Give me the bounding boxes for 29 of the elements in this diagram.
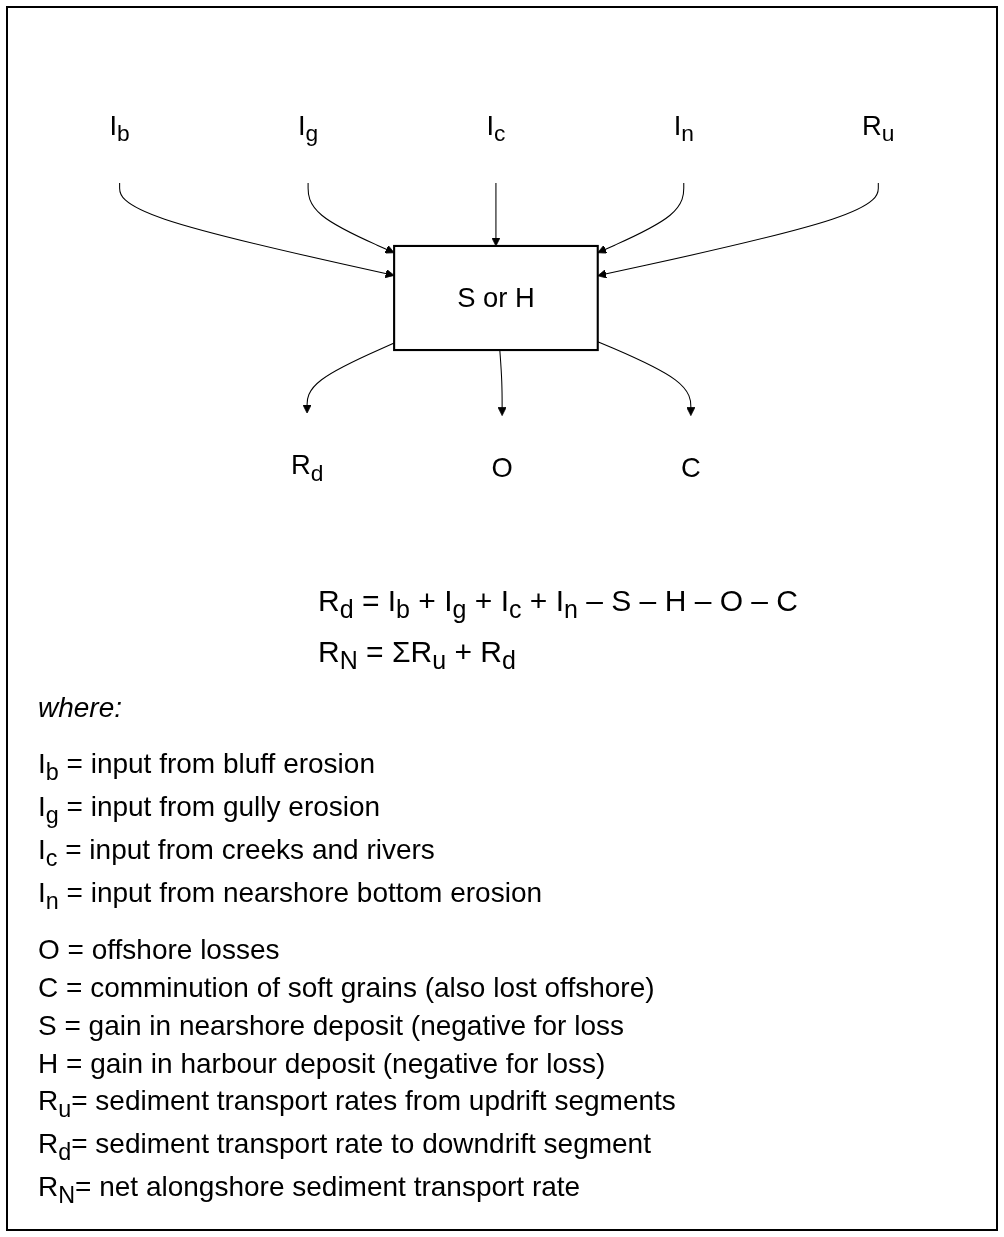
definition-text: S = gain in nearshore deposit (negative for loss xyxy=(38,1008,626,1043)
node-text: R$_{d}$ xyxy=(290,448,324,486)
arrow xyxy=(597,182,685,254)
node-text: R$_{u}$ xyxy=(862,109,895,147)
definition-text: H = gain in harbour deposit (negative for loss) xyxy=(38,1046,607,1081)
node-text: I$_{c}$ xyxy=(486,109,506,147)
node-text: C xyxy=(680,451,701,483)
arrow xyxy=(597,341,696,416)
node-text: O xyxy=(491,451,513,483)
equation: R$_{N}$ = ΣR$_{u}$ + R$_{d}$ xyxy=(318,633,517,676)
definition-text: R$_{d}$= sediment transport rate to downdrift segment xyxy=(38,1127,652,1167)
node-text: I$_{b}$ xyxy=(109,109,130,147)
definition-text: I$_{b}$ = input from bluff erosion xyxy=(38,746,376,787)
definition-text: O = offshore losses xyxy=(38,933,281,968)
definition-text: C = comminution of soft grains (also lost offshore) xyxy=(38,970,656,1005)
definition-text: I$_{c}$ = input from creeks and rivers xyxy=(38,832,436,873)
node-text: I$_{g}$ xyxy=(297,109,319,147)
definition-text: R$_{u}$= sediment transport rates from updrift segments xyxy=(38,1084,677,1124)
arrow xyxy=(597,182,879,279)
definition-text: I$_{g}$ = input from gully erosion xyxy=(38,789,382,830)
arrow xyxy=(119,182,395,279)
node-box: S or H xyxy=(393,244,599,352)
definition-text: I$_{n}$ = input from nearshore bottom erosion xyxy=(38,876,544,916)
arrow xyxy=(307,182,395,254)
arrow xyxy=(302,342,395,414)
note-text: where: xyxy=(38,691,124,725)
definition-text: R$_{N}$= net alongshore sediment transport rate xyxy=(38,1170,582,1211)
node-text: I$_{n}$ xyxy=(673,109,694,147)
equation: R$_{d}$ = I$_{b}$ + I$_{g}$ + I$_{c}$ + I$_{n}$ – S – H – O – C xyxy=(318,583,799,625)
